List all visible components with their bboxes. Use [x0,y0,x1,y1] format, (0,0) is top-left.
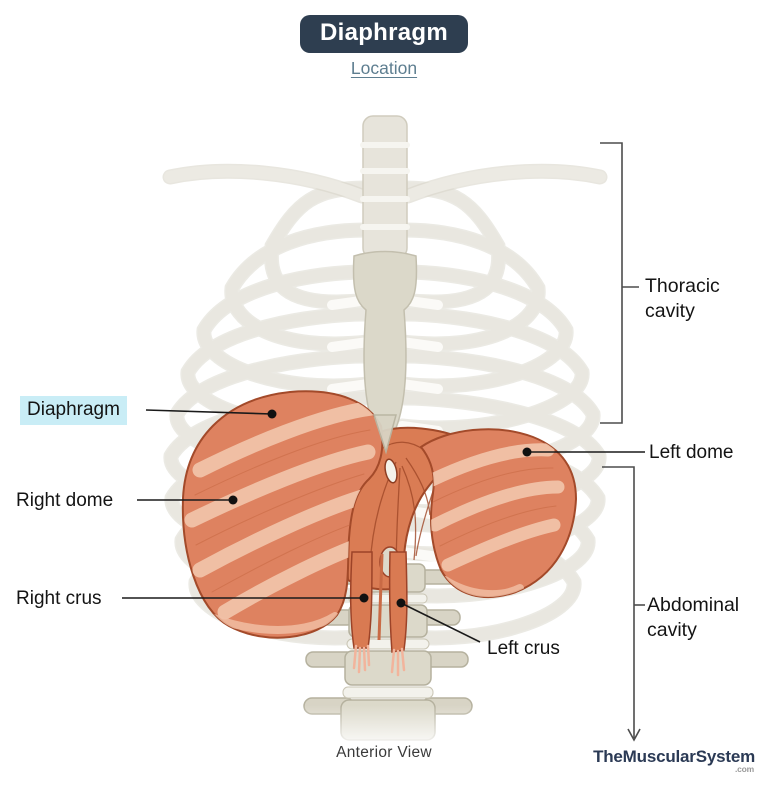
left-crus-muscle [377,551,408,677]
xiphoid-process [372,414,397,455]
label-right-dome: Right dome [16,490,114,511]
page-title: Diaphragm [299,15,469,53]
esophageal-hiatus [384,458,398,484]
abdominal-arrowhead [627,728,641,742]
label-right-crus: Right crus [16,588,102,609]
left-dome-pointer-dot [522,447,532,457]
diaphragm-pointer-line [145,409,273,415]
diaphragm-right-dome [181,390,384,639]
brand-logo[interactable]: TheMuscularSystem .com [593,747,755,774]
label-diaphragm: Diaphragm [20,396,127,425]
clavicles [162,163,608,204]
label-abdominal-cavity: Abdominal cavity [647,594,740,641]
diaphragm-left-dome [419,428,578,599]
right-dome-pointer-dot [228,495,238,505]
left-crus-pointer-line [400,602,481,643]
right-crus-pointer-dot [359,593,369,603]
label-thoracic-cavity: Thoracic cavity [645,275,720,322]
brand-name: TheMuscularSystem [593,747,755,766]
abdominal-cavity-bracket [602,466,635,738]
diaphragm-muscle [181,390,578,677]
view-caption: Anterior View [336,744,432,761]
left-crus-pointer-dot [396,598,406,608]
label-left-crus: Left crus [487,638,560,659]
label-left-dome: Left dome [649,442,734,463]
annotation-lines [122,142,645,742]
brand-suffix: .com [734,764,754,774]
location-link[interactable]: Location [350,58,418,78]
thoracic-cavity-bracket [600,142,623,424]
upper-spine [360,115,410,259]
diaphragm-pointer-dot [267,409,277,419]
